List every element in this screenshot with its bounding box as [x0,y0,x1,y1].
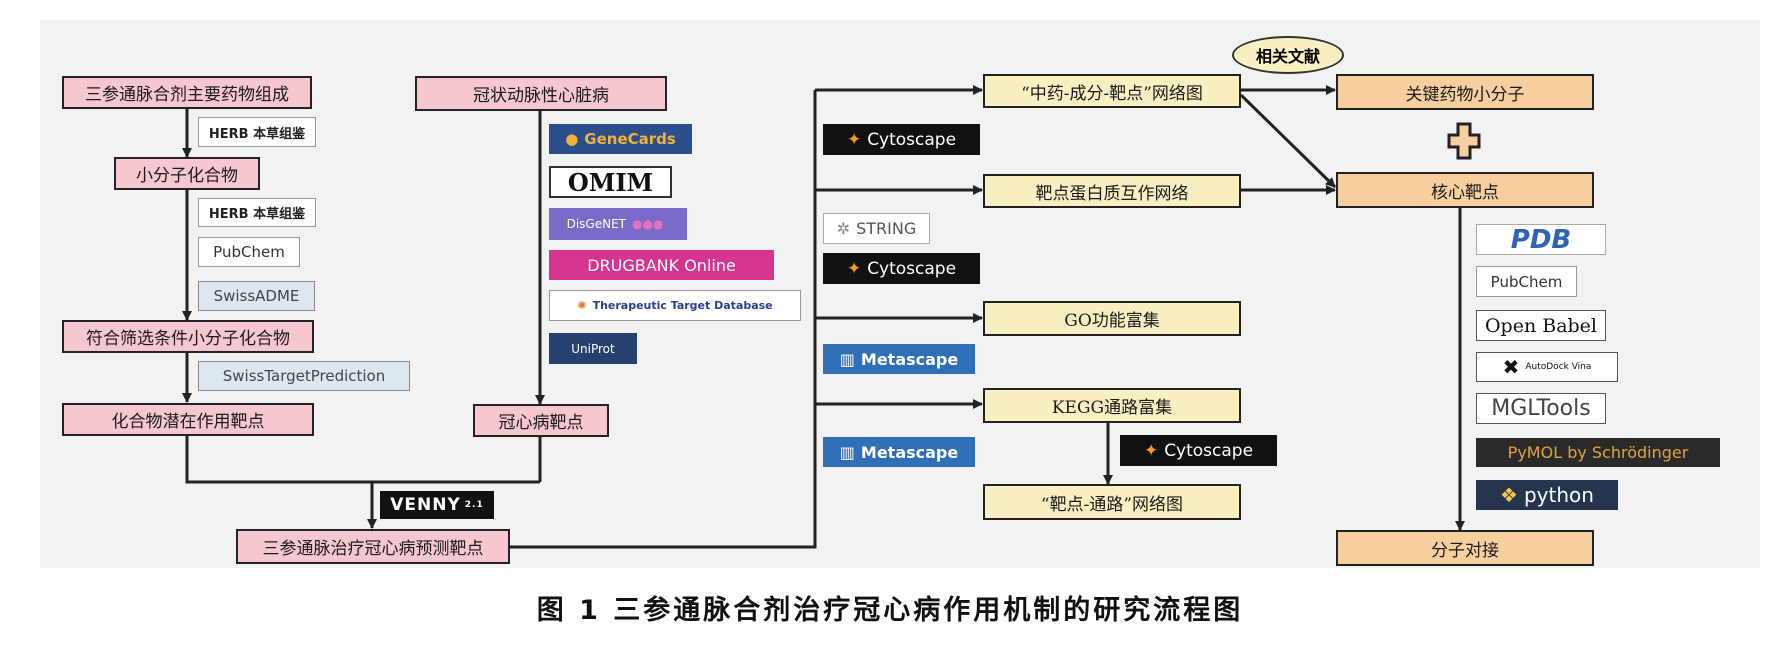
molecule-dots-icon: ●●● [631,217,664,231]
target-pathway-box: “靶点-通路”网络图 [983,484,1241,520]
ttd-logo: ✺ Therapeutic Target Database [549,290,801,321]
cytoscape-logo-label: Cytoscape [867,258,957,279]
mgltools-logo: MGLTools [1476,393,1606,424]
herb-logo-2: HERB 本草组鉴 [198,198,316,227]
pubchem-logo-label: PubChem [213,243,285,261]
diagram-panel [40,20,1760,568]
docking-box: 分子对接 [1336,530,1594,566]
string-logo-label: STRING [856,219,917,238]
pubchem-logo-label: PubChem [1490,272,1563,291]
cytoscape-logo-3: ✦Cytoscape [1120,435,1277,466]
uniprot-logo: UniProt [549,333,637,364]
pdb-logo-label: PDB [1510,224,1572,255]
metascape-logo-label: Metascape [860,442,959,462]
disease-box: 冠状动脉性心脏病 [415,76,667,111]
plus-icon [1447,122,1481,160]
herb-logo-1: HERB 本草组鉴 [198,117,316,147]
literature-ellipse: 相关文献 [1232,36,1344,74]
cytoscape-icon: ✦ [1143,440,1159,461]
drugbank-logo: DRUGBANK Online [549,250,774,280]
venny-logo-label: VENNY [390,495,461,515]
genecards-logo: ● GeneCards [549,124,692,154]
network-tcm-box: “中药-成分-靶点”网络图 [983,74,1241,108]
screened-molecules-box: 符合筛选条件小分子化合物 [62,320,314,353]
compound-targets-box: 化合物潜在作用靶点 [62,403,314,436]
swissadme-logo-label: SwissADME [213,287,300,305]
go-box: GO功能富集 [983,301,1241,336]
herb-logo-label: HERB 本草组鉴 [208,126,306,142]
predicted-targets-box: 三参通脉治疗冠心病预测靶点 [236,529,510,564]
metascape-icon: ▥ [839,442,855,462]
omim-logo: OMIM [549,166,672,198]
ppi-box: 靶点蛋白质互作网络 [983,174,1241,208]
key-molecules-box: 关键药物小分子 [1336,74,1594,110]
line-predicted-to-bus [510,90,817,549]
pdb-logo: PDB [1476,224,1606,255]
metascape-logo-1: ▥Metascape [823,344,975,374]
omim-logo-label: OMIM [567,167,654,197]
cytoscape-logo-2: ✦Cytoscape [823,253,980,284]
python-logo-label: python [1523,483,1594,507]
genecards-logo-label: GeneCards [584,130,676,148]
swisstargetprediction-logo-label: SwissTargetPrediction [222,367,386,385]
cytoscape-logo-1: ✦Cytoscape [823,124,980,155]
small-molecules-box: 小分子化合物 [114,157,260,190]
swisstargetprediction-logo: SwissTargetPrediction [198,361,410,391]
openbabel-logo: Open Babel [1476,310,1606,341]
mgltools-logo-label: MGLTools [1491,396,1591,421]
arrow-network-to-core [1239,93,1337,189]
line-compound-targets-merge [185,436,540,484]
autodock-vina-logo: ✖ AutoDock Vina [1476,352,1618,382]
swissadme-logo: SwissADME [198,281,315,311]
disease-targets-box: 冠心病靶点 [473,404,609,437]
openbabel-logo-label: Open Babel [1484,314,1598,337]
python-logo: ❖python [1476,480,1618,510]
formula-components-box: 三参通脉合剂主要药物组成 [62,76,312,109]
metascape-logo-label: Metascape [860,349,959,369]
venny-version: 2.1 [464,500,484,510]
cytoscape-logo-label: Cytoscape [867,129,957,150]
ttd-logo-label: Therapeutic Target Database [592,299,773,312]
cytoscape-logo-label: Cytoscape [1164,440,1254,461]
metascape-logo-2: ▥Metascape [823,437,975,467]
disgenet-logo-label: DisGeNET [566,217,626,231]
ttd-icon: ✺ [577,299,587,312]
drugbank-logo-label: DRUGBANK Online [587,255,736,275]
kegg-box: KEGG通路富集 [983,388,1241,423]
herb-logo-label: HERB 本草组鉴 [208,207,306,222]
metascape-icon: ▥ [839,349,855,369]
cytoscape-icon: ✦ [846,129,862,150]
figure-caption: 图 1 三参通脉合剂治疗冠心病作用机制的研究流程图 [536,595,1244,626]
uniprot-logo-label: UniProt [571,341,615,356]
core-targets-box: 核心靶点 [1336,172,1594,208]
string-icon: ✲ [836,219,851,238]
pymol-logo: PyMOL by Schrödinger [1476,438,1720,467]
pymol-logo-label: PyMOL by Schrödinger [1507,443,1689,462]
pubchem-logo-2: PubChem [1476,266,1577,297]
cytoscape-icon: ✦ [846,258,862,279]
autodock-logo-label: AutoDock Vina [1525,362,1592,372]
disgenet-logo: DisGeNET ●●● [549,208,687,240]
string-logo: ✲ STRING [823,213,930,244]
autodock-icon: ✖ [1502,355,1520,379]
python-icon: ❖ [1500,483,1518,507]
genecards-icon: ● [565,130,579,148]
pubchem-logo-1: PubChem [198,237,300,267]
